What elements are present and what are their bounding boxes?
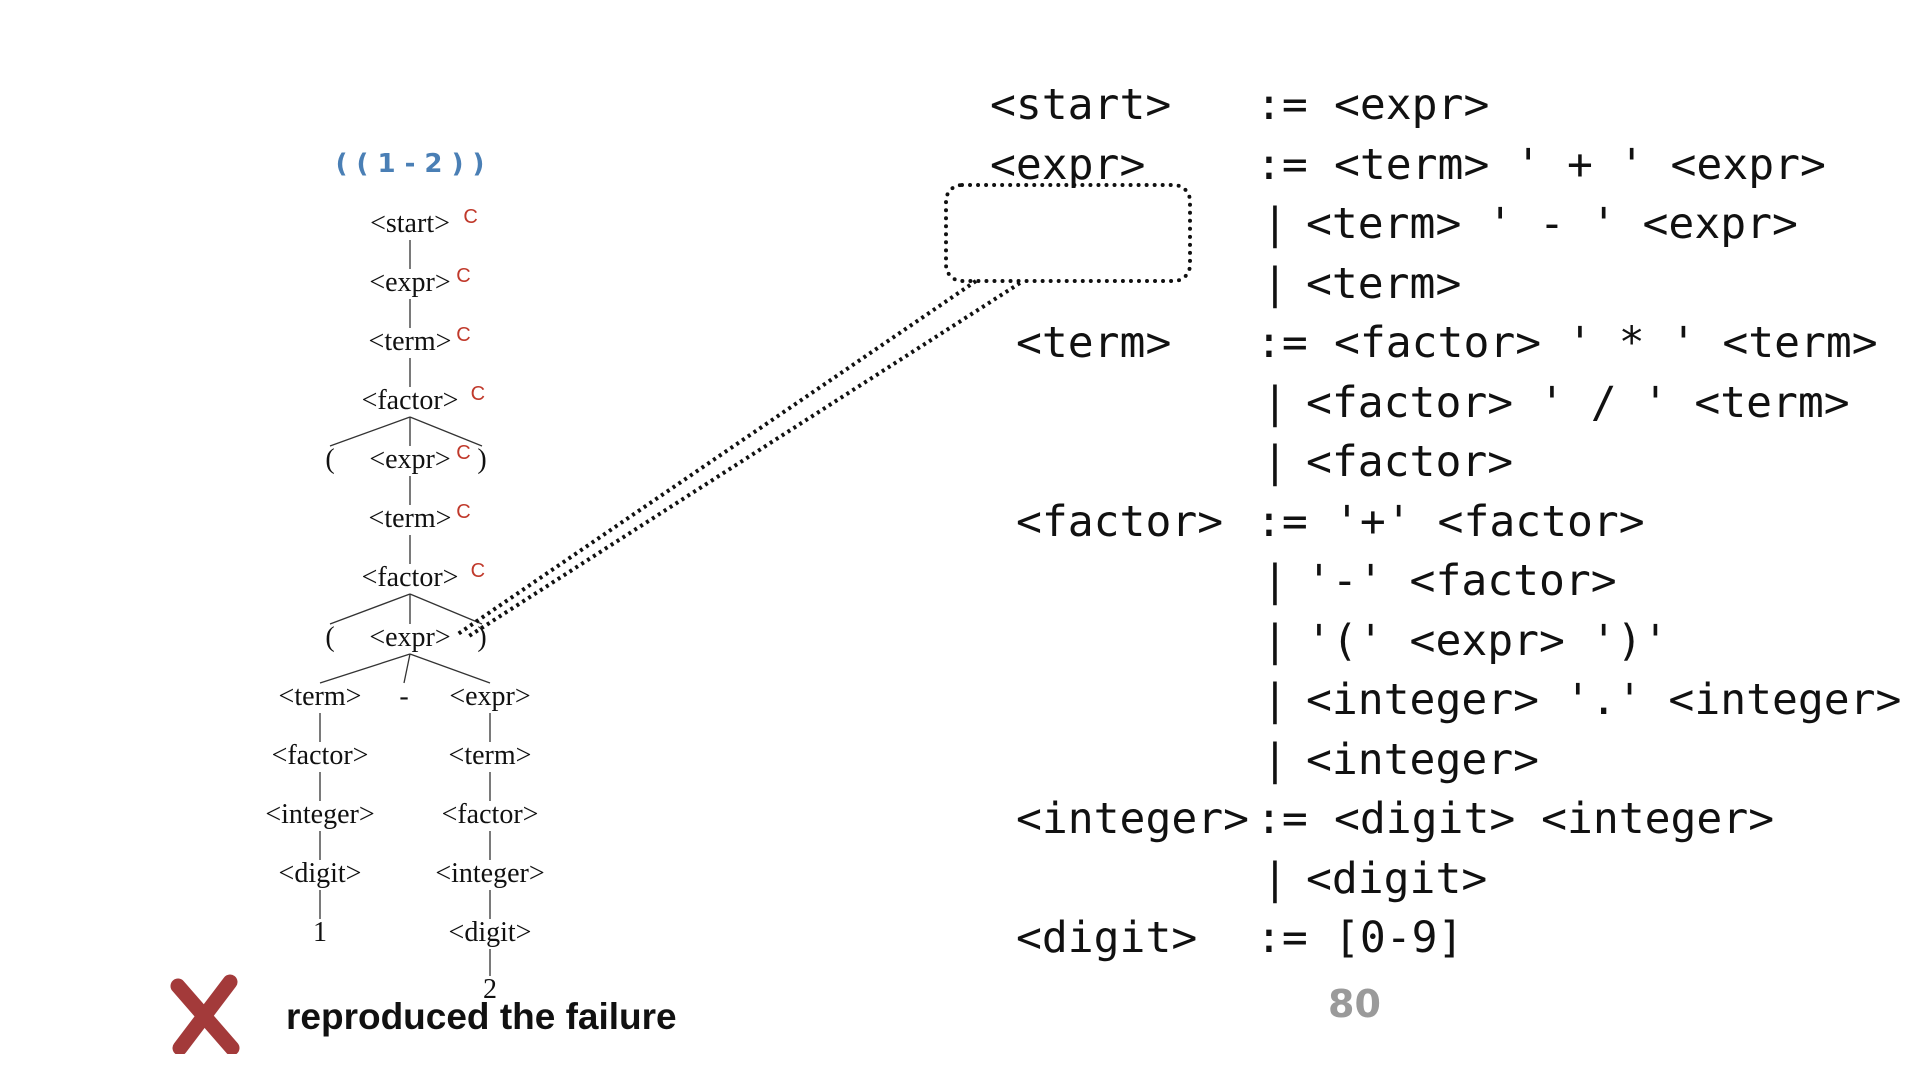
connector-line-2 — [464, 281, 1022, 640]
grammar-rhs: '(' <expr> ')' — [1306, 615, 1669, 666]
coverage-mark: C — [456, 442, 470, 464]
grammar-rhs: [0-9] — [1334, 913, 1464, 963]
grammar-rhs: <digit> <integer> — [1334, 794, 1775, 844]
tree-node: - — [399, 681, 408, 712]
tree-node: <expr> — [449, 681, 530, 712]
grammar-lhs: <term> — [1016, 318, 1172, 368]
tree-edge — [403, 653, 411, 684]
tree-node: <factor> — [272, 740, 369, 771]
tree-node: <start> — [370, 208, 450, 239]
status-text: reproduced the failure — [286, 996, 677, 1037]
tree-node: 1 — [313, 917, 327, 948]
tree-node: ) — [477, 622, 486, 653]
tree-node: <expr> — [369, 444, 450, 475]
tree-node: <integer> — [435, 858, 544, 889]
tree-node: ) — [477, 444, 486, 475]
tree-node: <expr> — [369, 622, 450, 653]
tree-node: <factor> — [362, 562, 459, 593]
grammar-separator: | — [1262, 675, 1288, 725]
tree-node: <term> — [369, 326, 452, 357]
tree-node: 2 — [483, 974, 497, 1005]
coverage-mark: C — [471, 383, 485, 405]
grammar-separator: := — [1256, 794, 1308, 844]
grammar-rhs: <factor> ' * ' <term> — [1334, 318, 1878, 368]
grammar-lhs: <factor> — [1016, 496, 1224, 547]
grammar-separator: | — [1262, 615, 1288, 666]
coverage-mark: C — [456, 501, 470, 523]
tree-edge — [319, 653, 411, 684]
grammar-lhs: <expr> — [990, 139, 1146, 190]
tree-edge — [329, 416, 411, 447]
tree-node: <term> — [279, 681, 362, 712]
tree-node: <digit> — [279, 858, 362, 889]
grammar-rhs: <term> ' + ' <expr> — [1334, 139, 1826, 190]
grammar-rhs: <digit> — [1306, 853, 1488, 904]
tree-node: <integer> — [265, 799, 374, 830]
tree-edge — [329, 593, 411, 625]
tree-input: ( ( 1 - 2 ) ) — [336, 149, 485, 179]
tree-edge — [409, 593, 483, 625]
grammar-separator: | — [1262, 258, 1288, 309]
grammar-rhs: '+' <factor> — [1334, 496, 1645, 547]
highlight-box — [944, 183, 1192, 283]
grammar-rhs: '-' <factor> — [1306, 556, 1617, 606]
grammar-separator: := — [1256, 913, 1308, 963]
coverage-mark: C — [456, 265, 470, 287]
tree-node: ( — [325, 622, 334, 653]
grammar-rhs: <integer> — [1306, 734, 1539, 785]
grammar-rhs: <term> ' - ' <expr> — [1306, 199, 1798, 249]
grammar-separator: | — [1262, 377, 1288, 428]
cross-icon — [170, 974, 240, 1054]
grammar-separator: := — [1256, 496, 1308, 547]
grammar-rhs: <factor> ' / ' <term> — [1306, 377, 1850, 428]
tree-nodes: <start>C<expr>C<term>C<factor>C(<expr>C)… — [265, 206, 544, 1005]
coverage-mark: C — [463, 206, 477, 228]
page-number: 80 — [1328, 982, 1381, 1026]
grammar-separator: | — [1262, 734, 1288, 785]
tree-node: <factor> — [362, 385, 459, 416]
grammar-separator: := — [1256, 139, 1308, 190]
connector-line-1 — [456, 279, 978, 636]
tree-node: <expr> — [369, 267, 450, 298]
grammar-lhs: <digit> — [1016, 913, 1198, 963]
grammar-rhs: <integer> '.' <integer> — [1306, 675, 1902, 725]
grammar-separator: := — [1256, 80, 1308, 130]
coverage-mark: C — [456, 324, 470, 346]
tree-node: <term> — [449, 740, 532, 771]
grammar-separator: | — [1262, 437, 1288, 487]
grammar-lhs: <integer> — [1016, 794, 1249, 844]
tree-edges — [319, 240, 491, 976]
tree-node: ( — [325, 444, 334, 475]
grammar-lhs: <start> — [990, 80, 1172, 130]
tree-edge — [409, 416, 483, 447]
grammar-rhs: <expr> — [1334, 80, 1490, 130]
tree-node: <factor> — [442, 799, 539, 830]
tree-node: <digit> — [449, 917, 532, 948]
grammar-separator: := — [1256, 318, 1308, 368]
grammar-rhs: <factor> — [1306, 437, 1514, 487]
tree-edge — [409, 653, 491, 684]
grammar-separator: | — [1262, 199, 1288, 249]
grammar-separator: | — [1262, 853, 1288, 904]
grammar-separator: | — [1262, 556, 1288, 606]
coverage-mark: C — [471, 560, 485, 582]
tree-node: <term> — [369, 503, 452, 534]
grammar-rhs: <term> — [1306, 258, 1462, 309]
